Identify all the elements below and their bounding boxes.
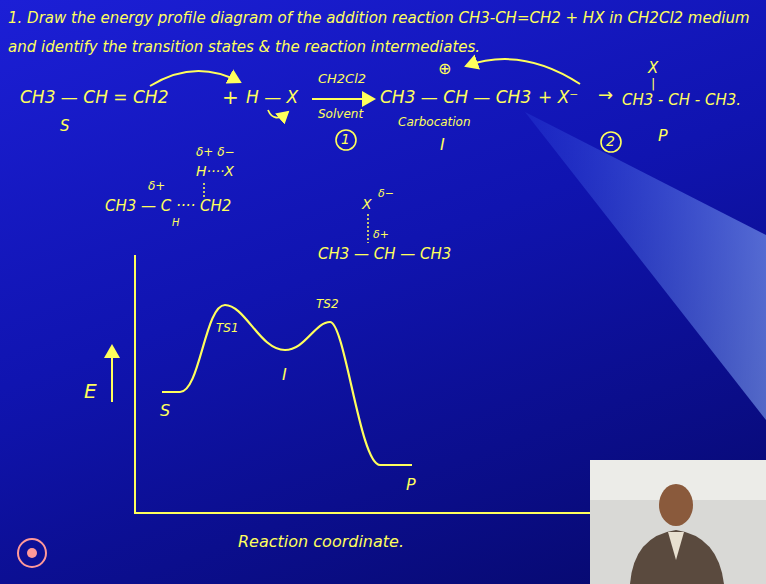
text-label: P bbox=[406, 476, 416, 494]
text-label: Carbocation bbox=[398, 116, 471, 130]
text-label: CH3 — C ···· CH2 bbox=[105, 198, 231, 215]
text-label: δ+ bbox=[373, 229, 389, 242]
text-label: Reaction coordinate. bbox=[238, 533, 404, 551]
text-label: ⊕ bbox=[438, 60, 451, 78]
presenter-head bbox=[659, 484, 693, 526]
text-label: X bbox=[362, 196, 372, 212]
text-label: CH3 — CH = CH2 bbox=[20, 88, 168, 108]
text-label: CH3 — CH — CH3 bbox=[318, 246, 451, 263]
energy-curve bbox=[162, 305, 412, 465]
text-label: Solvent bbox=[318, 108, 363, 122]
title-text: 1. Draw the energy profile diagram of th… bbox=[8, 4, 758, 61]
text-label: CH3 - CH - CH3. bbox=[622, 92, 741, 109]
text-label: 2 bbox=[606, 133, 615, 149]
light-beam bbox=[525, 112, 766, 420]
y-axis bbox=[134, 255, 136, 514]
text-label: I bbox=[440, 136, 445, 154]
text-label: TS1 bbox=[216, 322, 239, 336]
text-label: S bbox=[160, 402, 170, 420]
webcam-frame bbox=[590, 460, 766, 584]
text-label: TS2 bbox=[316, 298, 339, 312]
text-label: δ− bbox=[378, 188, 394, 201]
step-circle bbox=[601, 132, 621, 152]
curved-arrow bbox=[466, 59, 580, 84]
text-label: CH3 — CH — CH3 bbox=[380, 88, 531, 108]
text-label: H bbox=[172, 217, 180, 229]
text-label: P bbox=[658, 127, 668, 145]
presenter-shirt bbox=[668, 532, 684, 560]
text-label: H····X bbox=[196, 163, 234, 179]
presenter-body bbox=[630, 530, 724, 584]
logo bbox=[18, 539, 46, 567]
curved-arrow bbox=[268, 110, 288, 118]
logo bbox=[27, 548, 37, 558]
text-label: → bbox=[598, 85, 613, 106]
partial-bond bbox=[203, 183, 205, 197]
partial-bond bbox=[367, 214, 369, 243]
reaction-arrow bbox=[312, 98, 374, 100]
text-label: H — X bbox=[246, 88, 298, 108]
text-label: δ+ δ− bbox=[196, 146, 235, 160]
curved-arrow bbox=[150, 71, 240, 86]
step-circle bbox=[336, 130, 356, 150]
text-label: E bbox=[84, 380, 97, 403]
energy-arrow bbox=[111, 346, 113, 402]
text-label: 1 bbox=[341, 131, 350, 147]
text-label: | bbox=[651, 77, 655, 92]
text-label: S bbox=[60, 118, 70, 135]
text-label: X bbox=[648, 60, 658, 77]
text-label: I bbox=[282, 366, 287, 384]
text-label: CH2Cl2 bbox=[318, 72, 366, 87]
x-axis bbox=[134, 512, 590, 514]
text-label: + X⁻ bbox=[538, 88, 578, 108]
text-label: δ+ bbox=[148, 180, 165, 194]
text-label: + bbox=[222, 86, 239, 109]
